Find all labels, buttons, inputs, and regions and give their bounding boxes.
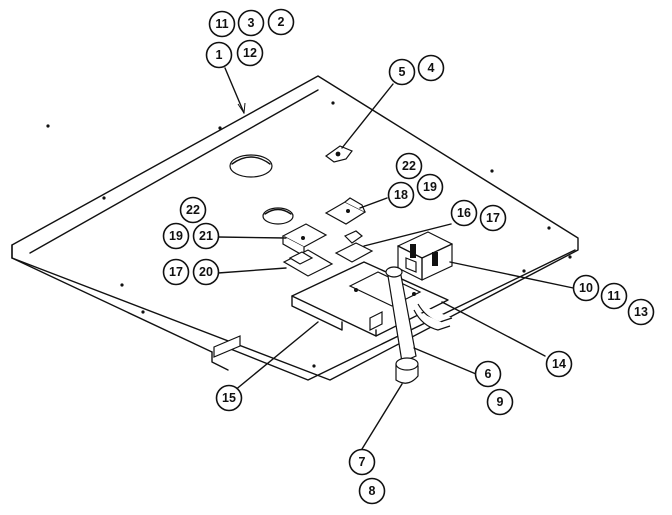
callout-label: 2 [278,15,285,29]
callout-3: 3 [237,9,265,37]
callout-20: 20 [192,258,220,286]
callout-16: 16 [450,199,478,227]
rod [413,303,453,331]
callout-label: 10 [579,281,593,295]
callout-18: 18 [387,181,415,209]
callout-5: 5 [388,58,416,86]
callout-label: 1 [216,48,223,62]
callout-label: 9 [497,395,504,409]
bracket-left [282,249,334,277]
switch-center [334,230,374,263]
callout-15: 15 [215,384,243,412]
callout-17: 17 [479,204,507,232]
callout-7: 7 [348,448,376,476]
callout-label: 18 [394,188,408,202]
callout-label: 13 [634,305,648,319]
panel-hole-lower [262,207,294,225]
callout-label: 17 [486,211,500,225]
callout-13: 13 [627,298,655,326]
callout-label: 15 [222,391,236,405]
callout-1: 1 [205,41,233,69]
lever-knob [395,357,419,384]
callout-label: 20 [199,265,213,279]
callout-11: 11 [600,282,628,310]
callout-label: 14 [552,357,566,371]
small-clip-part [324,145,353,163]
callout-22: 22 [395,152,423,180]
callout-10: 10 [572,274,600,302]
callout-8: 8 [358,477,386,505]
callout-label: 17 [169,265,183,279]
callout-12: 12 [236,39,264,67]
callout-14: 14 [545,350,573,378]
leader-lines [217,67,579,450]
callout-label: 11 [215,17,228,31]
callout-label: 11 [607,289,620,303]
callout-label: 16 [457,206,471,220]
lever-arm [385,266,417,363]
callout-label: 12 [243,46,257,60]
callout-17: 17 [162,258,190,286]
callout-19: 19 [416,173,444,201]
callout-label: 19 [423,180,437,194]
callout-19: 19 [162,222,190,250]
callout-label: 3 [248,16,255,30]
callout-label: 7 [359,455,366,469]
callout-label: 4 [428,61,435,75]
callout-label: 6 [485,367,492,381]
callout-label: 22 [402,159,416,173]
callout-label: 21 [199,229,213,243]
front-tab [213,335,241,358]
callout-label: 5 [399,65,406,79]
callout-label: 22 [186,203,200,217]
callout-label: 19 [169,229,183,243]
callout-6: 6 [474,360,502,388]
callout-21: 21 [192,222,220,250]
callout-label: 8 [369,484,376,498]
callout-22: 22 [179,196,207,224]
callout-11: 11 [208,10,236,38]
callout-9: 9 [486,388,514,416]
callout-2: 2 [267,8,295,36]
panel-hole-upper [229,154,273,178]
callout-4: 4 [417,54,445,82]
